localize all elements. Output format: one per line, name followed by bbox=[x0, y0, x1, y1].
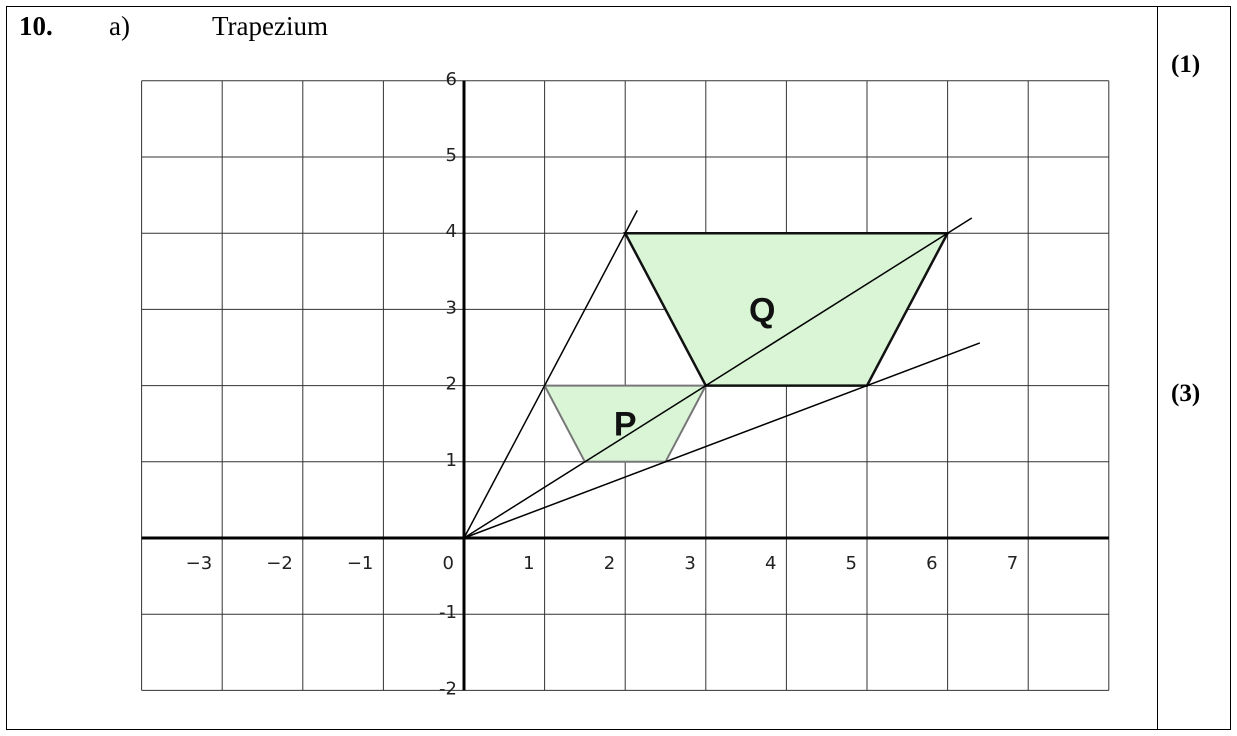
y-tick-label: 1 bbox=[446, 450, 457, 471]
x-tick-label: 2 bbox=[604, 553, 615, 574]
y-tick-label: -1 bbox=[439, 602, 457, 623]
marks-column-divider bbox=[1157, 6, 1158, 730]
y-tick-label: 6 bbox=[446, 69, 457, 90]
question-number: 10. bbox=[19, 11, 53, 41]
shape-label-q: Q bbox=[749, 291, 775, 329]
x-tick-label: 5 bbox=[846, 553, 857, 574]
x-tick-label: 6 bbox=[926, 553, 937, 574]
x-tick-label: 7 bbox=[1007, 553, 1018, 574]
y-tick-label: 2 bbox=[446, 374, 457, 395]
marks-part-a: (1) bbox=[1171, 51, 1201, 78]
question-frame bbox=[6, 6, 1231, 730]
shape-label-p: P bbox=[614, 406, 637, 444]
trapezium-q bbox=[623, 231, 950, 387]
y-tick-label: 5 bbox=[446, 145, 457, 166]
x-tick-label: −2 bbox=[266, 553, 293, 574]
enlargement-ray bbox=[463, 209, 638, 539]
x-tick-label: 0 bbox=[443, 553, 454, 574]
x-tick-label: −3 bbox=[186, 553, 213, 574]
answer-text: Trapezium bbox=[212, 11, 328, 41]
x-tick-label: 3 bbox=[684, 553, 695, 574]
marks-part-b: (3) bbox=[1171, 380, 1201, 407]
y-tick-label: 4 bbox=[446, 221, 457, 242]
enlargement-ray bbox=[463, 342, 981, 539]
y-tick-label: -2 bbox=[439, 678, 457, 699]
part-label: a) bbox=[109, 11, 130, 41]
x-tick-label: 4 bbox=[765, 553, 776, 574]
enlargement-ray bbox=[463, 217, 973, 539]
y-tick-label: 3 bbox=[446, 297, 457, 318]
x-tick-label: −1 bbox=[347, 553, 374, 574]
x-tick-label: 1 bbox=[523, 553, 534, 574]
